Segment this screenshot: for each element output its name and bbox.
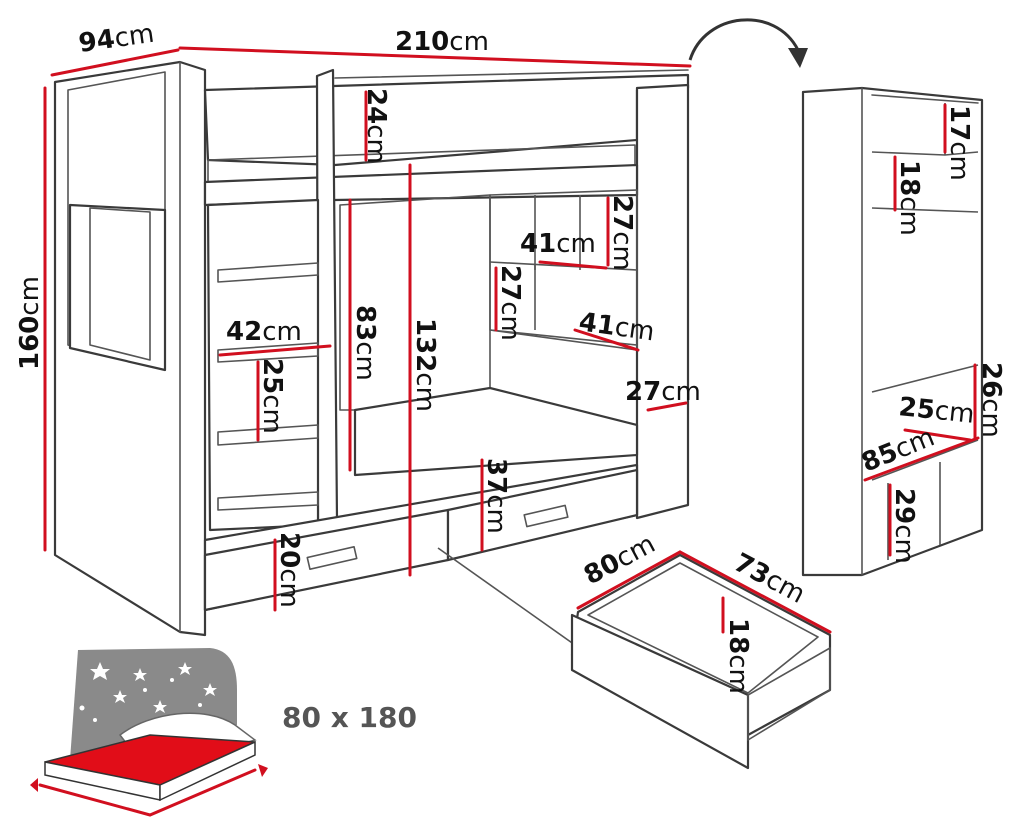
drawer-handle-right (523, 504, 569, 528)
label-drawer-front: 37cm (481, 458, 511, 534)
label-side-shelf-b: 18cm (894, 160, 924, 236)
bunk-bed (53, 60, 690, 646)
label-step-height: 25cm (257, 358, 287, 434)
lower-mattress (353, 386, 639, 477)
dimension-lines (43, 46, 980, 634)
label-side-shelf-a: 17cm (944, 105, 974, 181)
label-length: 210cm (395, 27, 489, 57)
drawer-detail (570, 553, 832, 770)
label-drawer-height: 20cm (274, 532, 304, 608)
upper-bunk-frame (203, 163, 639, 207)
label-side-shelf-c: 26cm (976, 362, 1006, 438)
dimension-labels: 94cm 210cm 160cm 24cm 27cm 41cm 27cm 41c… (15, 19, 1006, 694)
rotate-arrow-icon (688, 18, 808, 68)
right-end-post (635, 83, 690, 520)
label-shelf-top: 27cm (607, 195, 637, 271)
label-side-shelf-e: 29cm (889, 488, 919, 564)
label-lower-clearance: 83cm (350, 305, 380, 381)
mattress-icon (30, 648, 268, 817)
drawer-base (203, 463, 639, 612)
drawer-handle-left (306, 545, 358, 571)
label-top-bunk-height: 132cm (410, 318, 440, 412)
label-side-shelf-d: 25cm (897, 392, 976, 430)
label-end-depth: 27cm (625, 377, 701, 407)
drawer-pointer-line (437, 547, 576, 646)
label-drawer-inner: 18cm (723, 618, 753, 694)
mattress-size-label: 80 x 180 (282, 701, 417, 734)
label-shelf-mid: 27cm (495, 265, 525, 341)
left-side-window (68, 203, 167, 372)
label-depth: 94cm (77, 19, 156, 59)
label-shelf-width-a: 41cm (520, 229, 596, 259)
label-height: 160cm (15, 276, 45, 370)
label-guard-top: 24cm (361, 88, 391, 164)
label-shelf-width-b: 41cm (577, 307, 656, 347)
label-ladder-width: 42cm (226, 317, 302, 347)
